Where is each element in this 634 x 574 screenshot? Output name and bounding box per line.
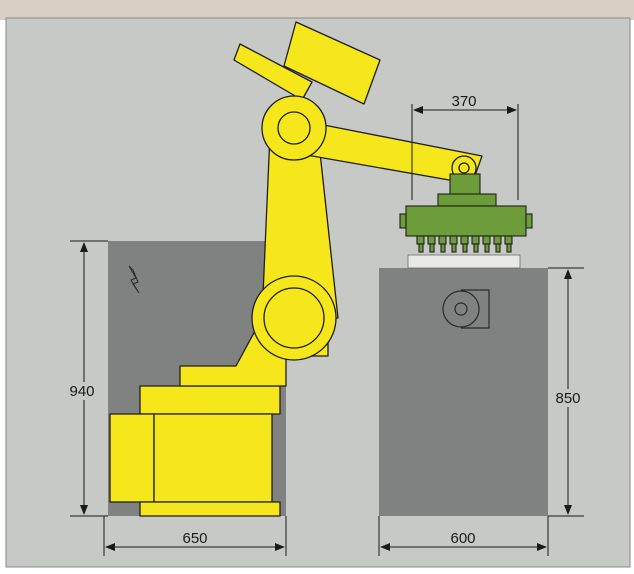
motor-symbol-icon [442, 289, 490, 329]
dim-label-base-width: 650 [182, 530, 207, 547]
gripper [399, 173, 533, 253]
label-bg-850 [550, 389, 586, 407]
dimension-lines [70, 104, 584, 556]
photo-band [0, 0, 634, 20]
robot-arm [109, 21, 483, 517]
dim-label-left-height: 940 [69, 383, 94, 400]
dim-label-gripper-width: 370 [451, 93, 476, 110]
label-bg-370 [446, 93, 482, 109]
dim-label-right-height: 850 [555, 390, 580, 407]
label-bg-940 [62, 382, 102, 400]
dim-label-table-width: 600 [450, 530, 475, 547]
product-pad [407, 254, 521, 269]
lightning-icon [128, 265, 140, 294]
